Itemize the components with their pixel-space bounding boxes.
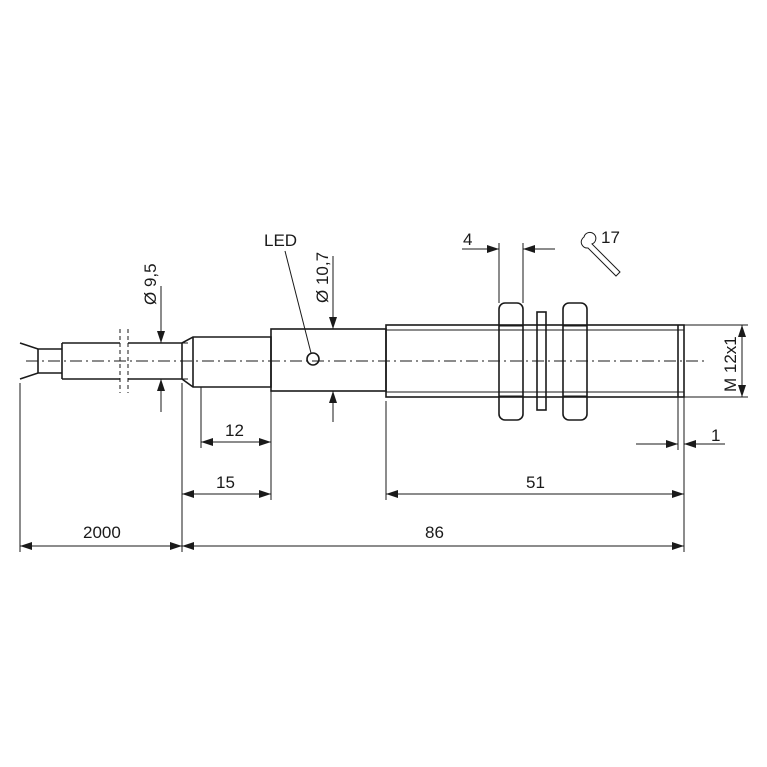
led-label: LED (264, 231, 297, 250)
dia-large-label: Ø 10,7 (313, 252, 332, 303)
dim-thread: M 12x1 (684, 324, 748, 398)
end-offset-label: 1 (711, 426, 720, 445)
led-callout: LED (264, 231, 312, 354)
dim-86-label: 86 (425, 523, 444, 542)
dim-86: 86 (182, 523, 684, 550)
dim-51-label: 51 (526, 473, 545, 492)
dim-15: 15 (181, 383, 271, 552)
cable (61, 329, 158, 393)
dim-nut-width: 4 (462, 230, 555, 303)
nut-2 (562, 302, 588, 421)
dim-12-label: 12 (225, 421, 244, 440)
nut-1 (498, 302, 524, 421)
cable-wires (19, 342, 62, 380)
dim-12: 12 (200, 387, 272, 500)
dim-end-offset: 1 (636, 397, 725, 450)
thread-label: M 12x1 (721, 336, 740, 392)
led-housing (270, 328, 387, 392)
dim-51: 51 (385, 401, 685, 552)
washer (536, 311, 547, 411)
nut-width-label: 4 (463, 230, 472, 249)
dim-15-label: 15 (216, 473, 235, 492)
led-indicator (306, 352, 320, 366)
wrench-size-label: 17 (601, 228, 620, 247)
wrench-size: 17 (580, 228, 621, 277)
dim-dia-small: Ø 9,5 (141, 263, 188, 412)
wrench-icon (580, 231, 621, 277)
threaded-body (385, 324, 685, 398)
dim-2000: 2000 (19, 383, 182, 552)
dim-dia-large: Ø 10,7 (313, 252, 337, 422)
dia-small-label: Ø 9,5 (141, 263, 160, 305)
dim-2000-label: 2000 (83, 523, 121, 542)
